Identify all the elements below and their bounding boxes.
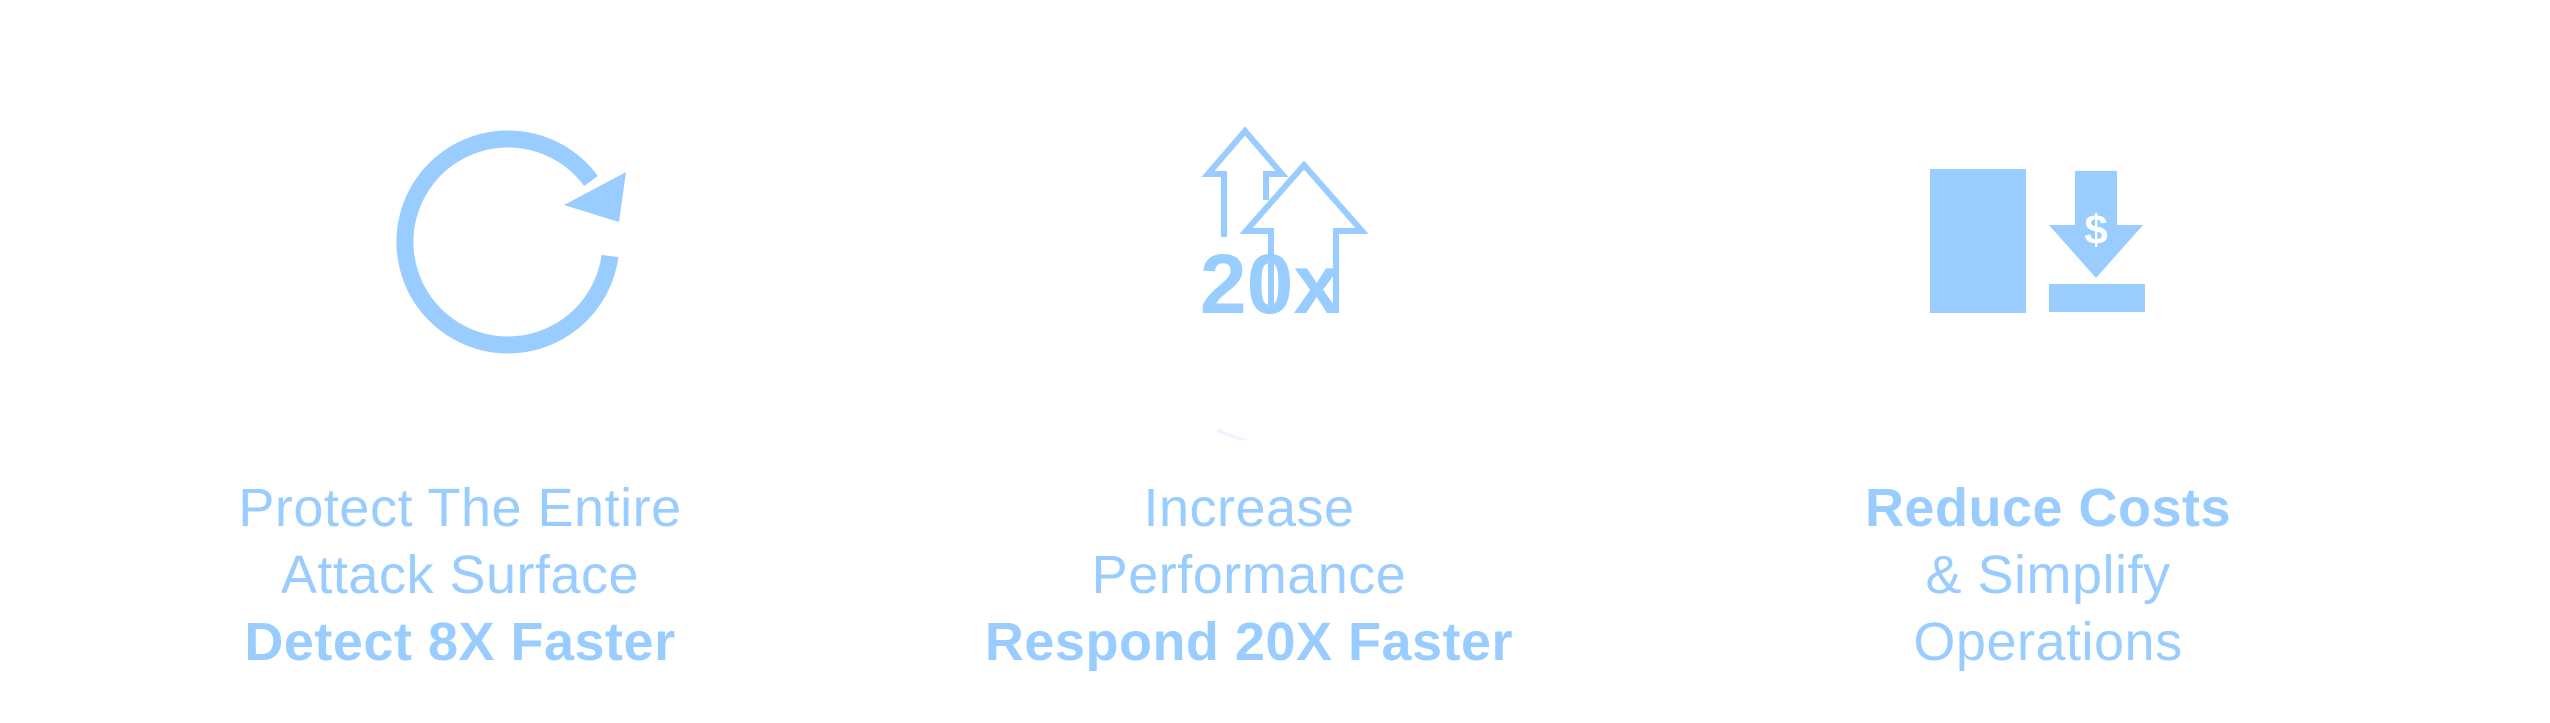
caption-line: Increase [1143, 478, 1355, 538]
caption-highlight: Detect 8X Faster [244, 612, 676, 672]
caption-line: Operations [1913, 612, 2183, 672]
caption-highlight: Reduce Costs [1864, 478, 2232, 538]
feature-caption: Reduce Costs & Simplify Operations [1648, 475, 2448, 676]
feature-caption: Increase Performance Respond 20X Faster [849, 475, 1649, 676]
caption-line: Performance [1091, 545, 1407, 605]
feature-reduce-costs: $ Reduce Costs & Simplify Operations [1648, 0, 2448, 723]
cost-reduction-icon: $ [1930, 169, 2145, 313]
feature-detect: Protect The Entire Attack Surface Detect… [60, 0, 860, 723]
feature-respond: 20x Increase Performance Respond 20X Fas… [849, 0, 1649, 723]
dollar-icon: $ [2084, 206, 2107, 253]
caption-line: Protect The Entire [238, 478, 682, 538]
caption-highlight: Respond 20X Faster [984, 612, 1514, 672]
caption-line: Attack Surface [280, 545, 640, 605]
caption-line: & Simplify [1925, 545, 2171, 605]
icon-20x-label: 20x [1200, 237, 1340, 331]
feature-caption: Protect The Entire Attack Surface Detect… [60, 475, 860, 676]
performance-arrows-icon: 20x [1200, 126, 1369, 440]
refresh-icon [396, 130, 626, 354]
